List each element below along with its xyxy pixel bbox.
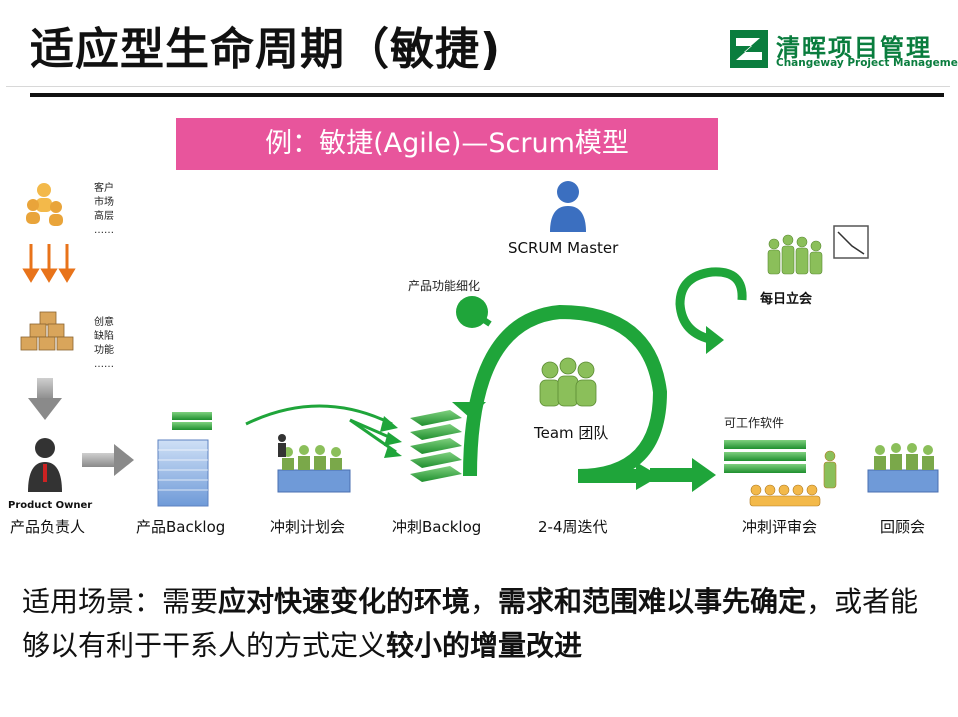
loop-right-arrowhead bbox=[636, 462, 660, 490]
note-defects: 缺陷 bbox=[94, 331, 114, 342]
scrum-master-label: SCRUM Master bbox=[508, 239, 619, 257]
note-executive: 高层 bbox=[94, 211, 114, 222]
retrospective-icon bbox=[867, 443, 939, 493]
daily-loop-arrow bbox=[675, 267, 747, 345]
idea-boxes-icon bbox=[20, 311, 74, 351]
iteration-arrow bbox=[650, 458, 716, 492]
stakeholder-notes: 客户 市场 高层 …… bbox=[94, 182, 114, 238]
stakeholders-icon bbox=[26, 183, 63, 226]
loop-down-arrowhead bbox=[452, 402, 486, 418]
note-customer: 客户 bbox=[94, 183, 114, 194]
note-etc: …… bbox=[94, 359, 114, 370]
company-logo: 清晖项目管理 Changeway Project Management bbox=[730, 28, 958, 72]
refine-label: 产品功能细化 bbox=[408, 279, 481, 293]
sprint-review-icon bbox=[749, 450, 837, 507]
gray-down-arrow-icon bbox=[28, 378, 62, 420]
burndown-chart-icon bbox=[833, 225, 869, 259]
idea-notes: 创意 缺陷 功能 …… bbox=[94, 316, 114, 372]
product-owner-label: 产品负责人 bbox=[10, 518, 86, 536]
working-software-icon bbox=[724, 440, 806, 473]
sprint-backlog-label: 冲刺Backlog bbox=[392, 518, 482, 536]
applicability-bold-2: 需求和范围难以事先确定 bbox=[498, 585, 807, 618]
logo-text-en: Changeway Project Management bbox=[776, 57, 958, 69]
product-owner-icon bbox=[28, 438, 62, 492]
applicability-bold-1: 应对快速变化的环境 bbox=[218, 585, 471, 618]
sprint-planning-meeting-icon bbox=[277, 434, 351, 493]
sprint-backlog-icon bbox=[410, 410, 462, 482]
planning-to-backlog-arrow bbox=[245, 404, 397, 454]
product-owner-en-label: Product Owner bbox=[8, 500, 93, 511]
sprint-planning-label: 冲刺计划会 bbox=[270, 518, 346, 536]
daily-standup-label: 每日立会 bbox=[760, 292, 813, 307]
sprint-review-label: 冲刺评审会 bbox=[742, 518, 818, 536]
down-arrows-icon bbox=[22, 244, 76, 283]
sprint-loop-arrow bbox=[463, 304, 668, 483]
product-backlog-icon bbox=[157, 412, 212, 507]
applicability-text: 适用场景：需要应对快速变化的环境，需求和范围难以事先确定，或者能够以有利于干系人… bbox=[22, 580, 942, 668]
iteration-label: 2-4周迭代 bbox=[538, 518, 608, 536]
daily-standup-icon bbox=[767, 234, 823, 275]
applicability-bold-3: 较小的增量改进 bbox=[386, 629, 583, 662]
header-divider bbox=[30, 93, 944, 97]
applicability-middle: ，或者能够以有利于干系人的方式定义 bbox=[22, 585, 919, 662]
page-title: 适应型生命周期（敏捷) bbox=[30, 24, 502, 75]
logo-mark-icon bbox=[730, 30, 768, 68]
example-banner: 例：敏捷(Agile)—Scrum模型 bbox=[176, 118, 718, 170]
gray-right-arrow-icon bbox=[82, 444, 134, 476]
team-icon bbox=[539, 357, 597, 407]
note-ideas: 创意 bbox=[94, 317, 114, 328]
note-market: 市场 bbox=[94, 197, 114, 208]
product-backlog-label: 产品Backlog bbox=[136, 518, 226, 536]
note-features: 功能 bbox=[94, 345, 114, 356]
working-software-label: 可工作软件 bbox=[724, 416, 785, 430]
logo-text-cn: 清晖项目管理 bbox=[776, 34, 932, 62]
header-divider-thin bbox=[6, 86, 950, 87]
retrospective-label: 回顾会 bbox=[880, 518, 926, 536]
applicability-prefix: 适用场景：需要 bbox=[22, 585, 219, 618]
applicability-comma: ， bbox=[470, 585, 499, 618]
team-label: Team 团队 bbox=[534, 424, 609, 442]
note-etc: …… bbox=[94, 225, 114, 236]
scrum-master-icon bbox=[550, 181, 586, 232]
